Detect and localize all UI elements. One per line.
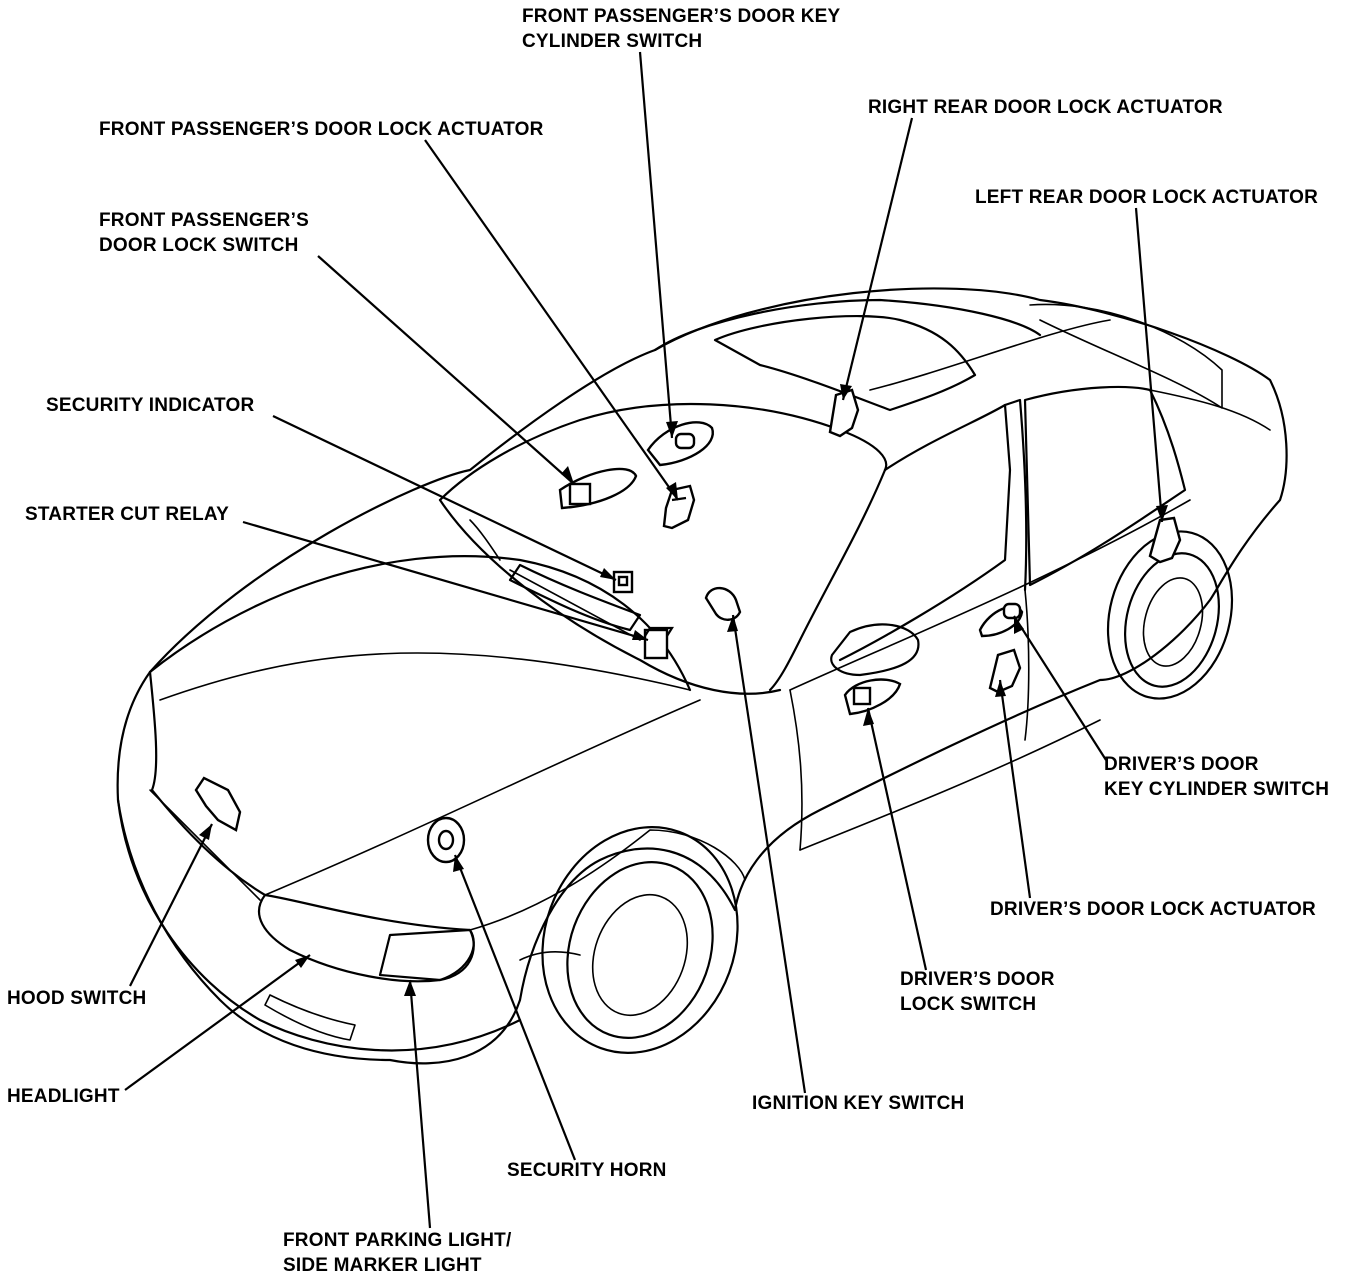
front-wheel-arch — [541, 826, 739, 1054]
leader-front-passenger-key-cylinder — [638, 51, 674, 439]
leader-left-rear-lock-actuator — [1134, 207, 1164, 523]
starter-cut-relay-part — [643, 626, 674, 660]
arrowheads — [199, 384, 1168, 996]
windshield-lower — [438, 498, 782, 695]
hood-front-edge — [148, 670, 267, 897]
front-passenger-key-cylinder-part — [646, 421, 714, 467]
leader-front-parking-light — [408, 979, 432, 1229]
leader-security-indicator — [272, 415, 617, 581]
leader-security-horn — [453, 854, 577, 1161]
side-mirror — [830, 623, 920, 677]
leader-front-passenger-lock-actuator — [424, 139, 679, 501]
label-front-passenger-lock-actuator: FRONT PASSENGER’S DOOR LOCK ACTUATOR — [99, 119, 544, 140]
label-security-horn: SECURITY HORN — [507, 1160, 667, 1181]
label-front-passenger-lock-switch: FRONT PASSENGER’S DOOR LOCK SWITCH — [99, 210, 309, 256]
security-horn-part — [426, 816, 466, 864]
roof-rear — [869, 319, 1111, 391]
drivers-lock-switch-part — [843, 678, 902, 716]
bumper-grille — [149, 789, 261, 901]
front-fender — [469, 829, 746, 931]
label-hood-switch: HOOD SWITCH — [7, 988, 147, 1009]
label-left-rear-lock-actuator: LEFT REAR DOOR LOCK ACTUATOR — [975, 187, 1319, 208]
front-window — [838, 403, 1012, 662]
front-passenger-lock-actuator-part — [662, 484, 696, 530]
rear-spoiler — [1029, 303, 1223, 409]
front-door-line — [789, 689, 803, 851]
leader-starter-cut-relay — [242, 520, 649, 642]
label-drivers-key-cylinder: DRIVER’S DOOR KEY CYLINDER SWITCH — [1104, 754, 1330, 800]
a-pillar — [768, 468, 887, 692]
hood-crease — [159, 652, 691, 701]
label-front-passenger-key-cylinder: FRONT PASSENGER’S DOOR KEY CYLINDER SWIT… — [522, 6, 841, 52]
drivers-lock-actuator-part — [988, 648, 1022, 694]
security-indicator-part — [612, 570, 634, 594]
fog-light — [264, 994, 356, 1041]
roof-outline — [653, 298, 1042, 352]
c-pillar — [1149, 389, 1271, 431]
front-bumper — [116, 798, 522, 1052]
leader-lines — [124, 51, 1164, 1229]
front-passenger-lock-switch-part — [558, 467, 638, 510]
leader-front-passenger-lock-switch — [317, 255, 575, 485]
wiper-left — [509, 569, 641, 641]
parking-light-shape — [378, 928, 475, 982]
label-front-parking-light: FRONT PARKING LIGHT/ SIDE MARKER LIGHT — [283, 1230, 512, 1276]
rear-wheel-arch — [1106, 530, 1234, 700]
rear-wheel — [1124, 552, 1220, 688]
fender-line — [519, 950, 581, 961]
leader-hood-switch — [129, 823, 213, 987]
hood-switch-part — [194, 776, 242, 832]
leader-right-rear-lock-actuator — [841, 117, 914, 401]
label-drivers-lock-switch: DRIVER’S DOOR LOCK SWITCH — [900, 969, 1055, 1015]
label-ignition-key-switch: IGNITION KEY SWITCH — [752, 1093, 965, 1114]
left-rear-lock-actuator-part — [1148, 516, 1182, 564]
wiper-right — [469, 519, 501, 561]
leader-drivers-key-cylinder — [1013, 615, 1107, 761]
label-security-indicator: SECURITY INDICATOR — [46, 395, 255, 416]
label-headlight: HEADLIGHT — [7, 1086, 120, 1107]
rear-wheel-hub — [1142, 577, 1204, 667]
rear-door-line — [1024, 589, 1030, 741]
rear-window — [1023, 385, 1187, 587]
label-right-rear-lock-actuator: RIGHT REAR DOOR LOCK ACTUATOR — [868, 97, 1223, 118]
drivers-key-cylinder-part — [978, 602, 1024, 638]
front-wheel-hub — [591, 893, 689, 1017]
label-drivers-lock-actuator: DRIVER’S DOOR LOCK ACTUATOR — [990, 899, 1316, 920]
leader-drivers-lock-actuator — [998, 679, 1032, 899]
right-rear-lock-actuator-part — [828, 388, 860, 438]
cowl-vent — [508, 563, 642, 632]
front-wheel — [566, 861, 714, 1039]
b-pillar — [1003, 398, 1028, 592]
windshield-frame — [438, 402, 888, 502]
ignition-key-switch-part — [704, 586, 742, 621]
sunroof — [713, 314, 977, 412]
leader-ignition-key-switch — [731, 614, 807, 1094]
hood-center-crease — [264, 699, 701, 896]
leader-headlight — [124, 954, 311, 1091]
leader-drivers-lock-switch — [866, 707, 928, 971]
components — [194, 388, 1182, 864]
car-body — [116, 287, 1288, 1065]
side-sill — [799, 719, 1101, 851]
label-starter-cut-relay: STARTER CUT RELAY — [25, 504, 229, 525]
